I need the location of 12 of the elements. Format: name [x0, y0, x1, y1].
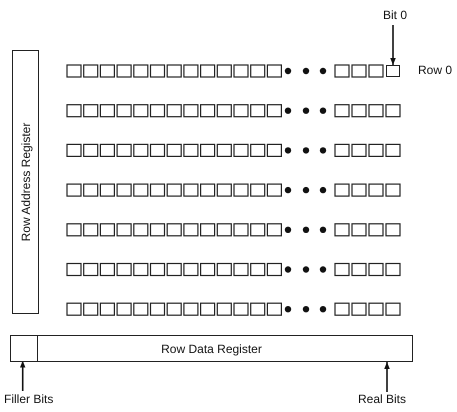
callout-label: Filler Bits [4, 392, 54, 406]
callout-label: Bit 0 [383, 8, 408, 22]
row-label: Row 0 [418, 63, 452, 77]
register-label: Row Data Register [160, 342, 263, 356]
arrow [384, 362, 390, 392]
callout-label: Real Bits [358, 392, 406, 406]
memory-cell [386, 65, 400, 77]
arrow [390, 25, 396, 65]
arrow [20, 360, 26, 391]
register-box [10, 335, 413, 362]
register-label: Row Address Register [18, 122, 32, 242]
register-box [12, 50, 39, 314]
